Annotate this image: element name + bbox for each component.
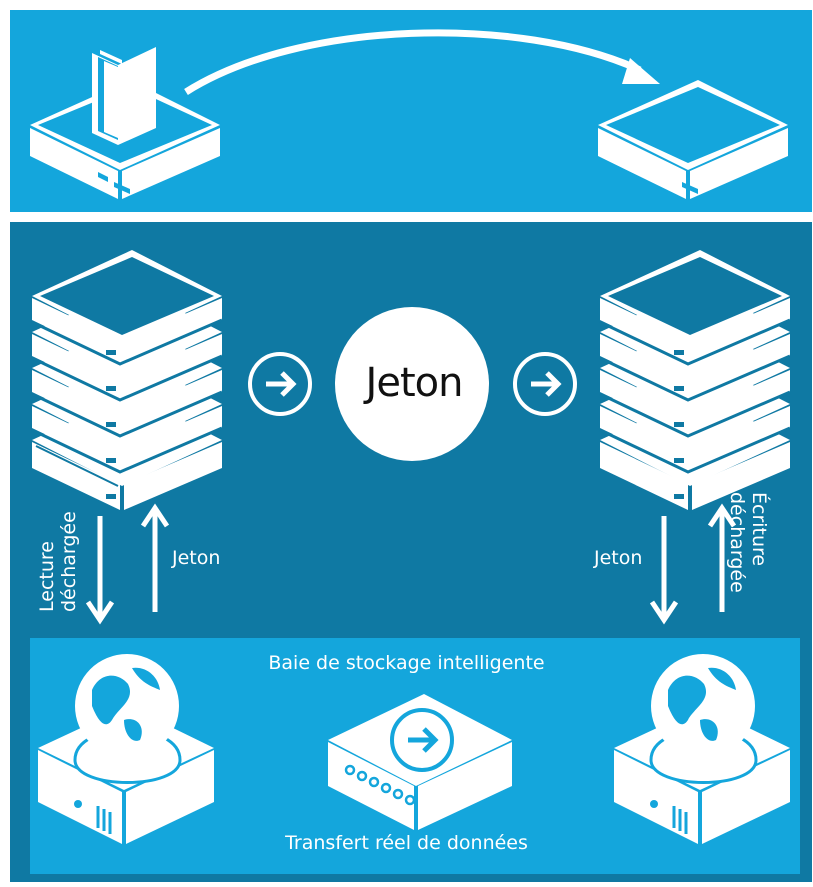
- arrow-circle-icon-right: [513, 352, 577, 416]
- server-stack-icon-left: [31, 250, 223, 510]
- storage-footer: Transfert réel de données: [285, 832, 528, 854]
- offload-write-arrow: [707, 503, 737, 612]
- token-down-arrow-right: [649, 516, 679, 625]
- storage-title: Baie de stockage intelligente: [268, 652, 545, 674]
- transfer-arrowhead-icon: [622, 58, 660, 84]
- offload-write-line1: Écriture: [748, 492, 770, 567]
- offload-write-line2: déchargée: [726, 492, 748, 593]
- token-down-label-right: Jeton: [594, 547, 643, 569]
- storage-device-icon: [328, 694, 512, 830]
- offload-read-label: Lecture déchargée: [36, 511, 80, 612]
- transfer-arrow: [184, 29, 642, 95]
- offload-write-label: Écriture déchargée: [726, 492, 770, 593]
- folder-icon: [92, 47, 156, 145]
- server-icon-right: [598, 80, 788, 199]
- token-circle: [335, 307, 489, 461]
- token-up-label-left: Jeton: [172, 547, 221, 569]
- offload-read-line2: déchargée: [58, 511, 80, 612]
- offload-read-line1: Lecture: [36, 541, 58, 612]
- token-label: Jeton: [365, 360, 464, 406]
- server-stack-icon-right: [599, 250, 791, 510]
- arrow-circle-icon-left: [248, 352, 312, 416]
- offload-read-arrow: [85, 516, 115, 625]
- globe-server-icon-left: [38, 654, 214, 844]
- globe-server-icon-right: [614, 654, 790, 844]
- token-up-arrow-left: [140, 503, 170, 612]
